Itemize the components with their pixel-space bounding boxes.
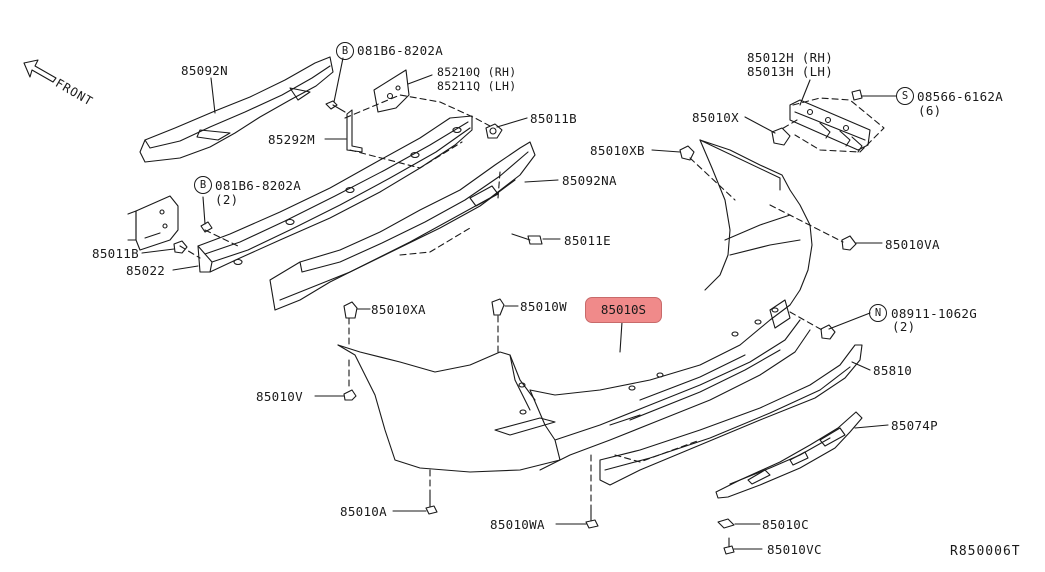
label-85011E[interactable]: 85011E xyxy=(564,233,611,248)
label-85022[interactable]: 85022 xyxy=(126,263,166,278)
label-08566-6162A[interactable]: 08566-6162A xyxy=(917,89,1004,104)
clip-85010C-icon xyxy=(718,519,734,528)
bolt-081B6-lower-icon xyxy=(201,222,212,232)
label-85211Q[interactable]: 85211Q (LH) xyxy=(437,79,517,93)
part-85012H-retainer-drawing xyxy=(790,100,870,152)
part-85074P-underguard-drawing xyxy=(716,412,862,498)
label-85010X[interactable]: 85010X xyxy=(692,110,739,125)
part-85092NA-drawing xyxy=(270,142,535,310)
screw-85011E-icon xyxy=(512,234,542,244)
screw-s-circle-icon: S xyxy=(896,87,914,105)
diagram-reference-code: R850006T xyxy=(950,544,1021,559)
label-85011B-lower[interactable]: 85011B xyxy=(92,246,139,261)
label-85010A[interactable]: 85010A xyxy=(340,504,387,519)
label-85292M[interactable]: 85292M xyxy=(268,132,315,147)
part-85092N-drawing xyxy=(140,57,333,162)
front-arrow-icon xyxy=(24,60,56,82)
label-08911-qty: (2) xyxy=(892,319,916,334)
screw-08566-icon xyxy=(852,90,862,100)
highlighted-part-85010S-button[interactable]: 85010S xyxy=(585,297,662,323)
label-85011B-top[interactable]: 85011B xyxy=(530,111,577,126)
clip-85010VA-icon xyxy=(842,236,856,250)
clip-85010V-icon xyxy=(344,390,356,400)
label-85010V[interactable]: 85010V xyxy=(256,389,303,404)
bolt-b-circle-lower-icon: B xyxy=(194,176,212,194)
label-85010XB[interactable]: 85010XB xyxy=(590,143,645,158)
label-85092NA[interactable]: 85092NA xyxy=(562,173,617,188)
label-85074P[interactable]: 85074P xyxy=(891,418,938,433)
clip-85010X-icon xyxy=(772,128,790,145)
part-85210Q-drawing xyxy=(374,70,409,112)
label-08566-qty: (6) xyxy=(918,103,942,118)
nut-08911-icon xyxy=(821,325,835,339)
part-85022-beam-drawing xyxy=(198,116,472,272)
label-85010XA[interactable]: 85010XA xyxy=(371,302,426,317)
label-081B6-8202A-top[interactable]: 081B6-8202A xyxy=(357,43,444,58)
bolt-081B6-top-icon xyxy=(326,101,345,112)
label-081B6-qty: (2) xyxy=(215,192,239,207)
label-85010C[interactable]: 85010C xyxy=(762,517,809,532)
screw-85010WA-icon xyxy=(586,510,598,528)
clip-85010VC-icon xyxy=(724,538,734,554)
nut-85011B-top-icon xyxy=(486,124,502,138)
clip-85010XA-icon xyxy=(344,302,357,318)
label-08911-1062G[interactable]: 08911-1062G xyxy=(891,306,978,321)
label-85010VA[interactable]: 85010VA xyxy=(885,237,940,252)
label-85013H[interactable]: 85013H (LH) xyxy=(747,64,834,79)
part-85292M-drawing xyxy=(347,110,362,152)
clip-85010XB-icon xyxy=(680,146,694,160)
label-85010WA[interactable]: 85010WA xyxy=(490,517,545,532)
label-85010VC[interactable]: 85010VC xyxy=(767,542,822,557)
part-side-bracket-drawing xyxy=(128,196,178,250)
clip-85010W-icon xyxy=(492,299,504,315)
label-85210Q[interactable]: 85210Q (RH) xyxy=(437,65,517,79)
label-081B6-8202A-lower[interactable]: 081B6-8202A xyxy=(215,178,302,193)
nut-85011B-lower-icon xyxy=(174,241,187,253)
label-85010W[interactable]: 85010W xyxy=(520,299,567,314)
label-85012H[interactable]: 85012H (RH) xyxy=(747,50,834,65)
part-85010S-bumper-drawing xyxy=(338,140,812,472)
label-85810[interactable]: 85810 xyxy=(873,363,913,378)
bolt-b-circle-icon: B xyxy=(336,42,354,60)
nut-n-circle-icon: N xyxy=(869,304,887,322)
screw-85010A-icon xyxy=(426,496,437,514)
label-85092N[interactable]: 85092N xyxy=(181,63,228,78)
part-85810-valance-drawing xyxy=(600,345,862,485)
